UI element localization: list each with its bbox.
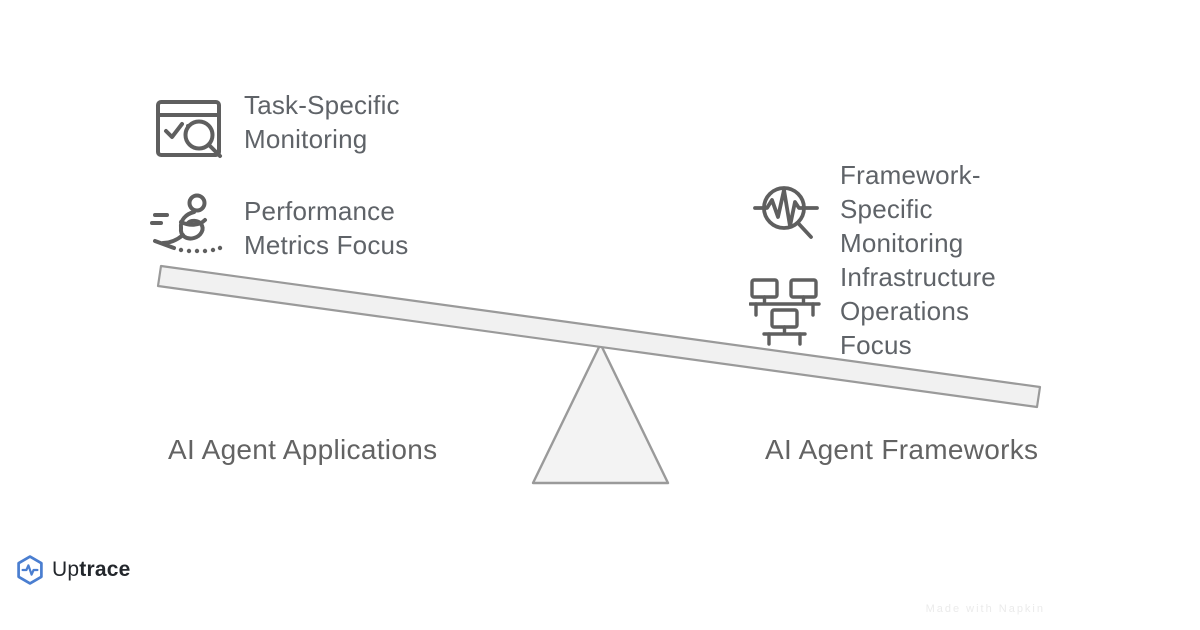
pulse-magnifier-icon (753, 181, 819, 245)
uptrace-wordmark: Uptrace (52, 558, 130, 582)
uptrace-hexagon-pulse-icon (16, 555, 44, 585)
wordmark-part2: trace (79, 558, 131, 581)
running-person-icon (150, 189, 228, 267)
feature-label: Performance Metrics Focus (244, 196, 409, 260)
fulcrum-triangle (531, 342, 670, 485)
uptrace-logo[interactable]: Uptrace (16, 555, 130, 585)
watermark: Made with Napkin (925, 603, 1045, 615)
workstations-icon (749, 277, 821, 347)
feature-label: Infrastructure Operations Focus (840, 262, 996, 360)
side-label-frameworks: AI Agent Frameworks (765, 434, 1039, 465)
seesaw-beam (156, 264, 1042, 409)
feature-label: Task-Specific Monitoring (244, 90, 400, 154)
wordmark-part1: Up (52, 558, 80, 581)
feature-label: Framework- Specific Monitoring (840, 160, 981, 258)
task-checklist-magnifier-icon (153, 93, 227, 167)
side-label-applications: AI Agent Applications (168, 434, 438, 465)
